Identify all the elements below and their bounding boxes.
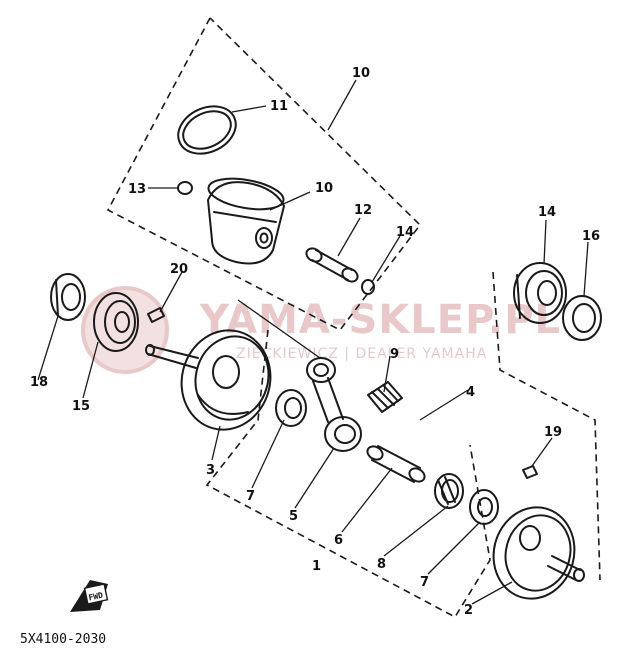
- callout-18: 18: [30, 375, 48, 390]
- callout-5: 5: [289, 509, 298, 524]
- callout-9: 9: [390, 347, 399, 362]
- watermark-brand: YAMA-SKLEP.PL: [199, 297, 561, 343]
- callout-8: 8: [377, 557, 386, 572]
- crankshaft-bearing-left: [93, 292, 139, 352]
- callout-15: 14: [538, 205, 556, 220]
- callout-1: 1: [312, 559, 321, 574]
- crank-assembly-boundary: [205, 329, 491, 619]
- connecting-rod: [306, 357, 362, 452]
- callout-3: 3: [206, 463, 215, 478]
- oil-seal-right: [562, 295, 602, 341]
- callout-4: 4: [466, 385, 475, 400]
- callout-20: 20: [170, 262, 188, 277]
- small-end-bearing: [367, 381, 403, 413]
- circlip-upper: [177, 181, 193, 195]
- callout-12: 11: [270, 99, 288, 114]
- callout-19: 19: [544, 425, 562, 440]
- crankshaft-bearing-right: [513, 262, 567, 324]
- crank-right: [492, 506, 585, 600]
- direction-badge-text: FWD: [88, 591, 104, 603]
- piston-pin: [305, 247, 359, 283]
- crank-pin: [366, 445, 426, 483]
- oil-seal-left: [50, 273, 86, 321]
- watermark: YAMA-SKLEP.PL ZIECKIEWICZ | DEALER YAMAH…: [81, 286, 561, 374]
- woodruff-key-right: [522, 465, 538, 479]
- watermark-dealer: ZIECKIEWICZ | DEALER YAMAHA: [236, 346, 487, 362]
- circlip-right: [361, 279, 375, 295]
- direction-badge: FWD: [70, 580, 109, 612]
- callout-17: 16: [582, 229, 600, 244]
- crank-left: [145, 329, 272, 431]
- thrust-washer-left: [275, 389, 307, 427]
- callout-14-right: 14: [396, 225, 414, 240]
- callout-7-right: 7: [420, 575, 429, 590]
- assembly-boundaries: [106, 17, 601, 619]
- diagram-code: 5X4100-2030: [20, 632, 106, 647]
- leader-lines: [37, 79, 589, 605]
- callout-11: 10: [315, 181, 333, 196]
- callout-13: 12: [354, 203, 372, 218]
- woodruff-key: [147, 307, 165, 323]
- callout-6: 6: [334, 533, 343, 548]
- callout-14-upper: 13: [128, 182, 146, 197]
- thrust-washer-right: [469, 489, 499, 525]
- callout-10: 10: [352, 66, 370, 81]
- callout-16: 15: [72, 399, 90, 414]
- callout-2: 2: [464, 603, 473, 618]
- callouts: 10 11 13 10 12 14 14 16 20 18 15 9 4 3 7…: [30, 66, 600, 618]
- bearing-group-boundary: [492, 271, 601, 581]
- piston-assembly-boundary: [106, 17, 422, 332]
- big-end-bearing: [434, 473, 464, 509]
- callout-7-left: 7: [246, 489, 255, 504]
- piston: [207, 177, 285, 265]
- piston-ring: [177, 105, 237, 155]
